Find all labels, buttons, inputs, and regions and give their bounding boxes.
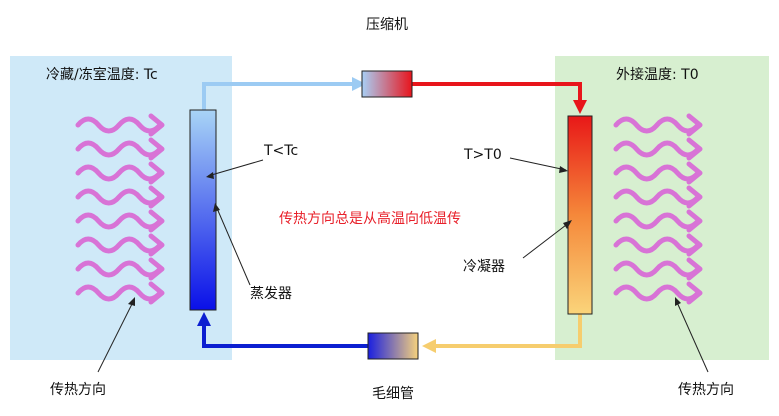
heat-waves-left [75, 113, 165, 305]
wavy-heat-arrow-icon [75, 116, 163, 134]
wavy-heat-arrow-icon [75, 260, 163, 278]
hot-zone-label: 外接温度: T0 [616, 67, 699, 83]
pipe-arrowhead-capillary [422, 339, 436, 353]
wavy-heat-arrowhead-icon [148, 209, 165, 233]
wavy-heat-arrowhead-icon [686, 137, 703, 161]
pipe-arrowhead-evap [197, 312, 211, 326]
pipe-capillary-to-evap [202, 322, 368, 348]
wavy-heat-arrowhead-icon [686, 281, 703, 305]
compressor-label: 压缩机 [366, 17, 408, 33]
cond-temp-label: T>T0 [464, 147, 502, 163]
pointer-lines [97, 157, 709, 373]
wavy-heat-arrow-icon [613, 188, 701, 206]
wavy-heat-arrow-icon [75, 140, 163, 158]
condenser-label: 冷凝器 [463, 259, 505, 275]
heat-waves-right [613, 113, 703, 305]
evap-temp-label: T<Tc [264, 143, 299, 159]
wavy-heat-arrow-icon [613, 212, 701, 230]
wavy-heat-arrowhead-icon [148, 257, 165, 281]
wavy-heat-arrowhead-icon [148, 281, 165, 305]
wavy-heat-arrow-icon [75, 284, 163, 302]
wavy-heat-arrowhead-icon [686, 113, 703, 137]
pipe-arrowhead-compressor [352, 77, 366, 91]
wavy-heat-arrowhead-icon [148, 113, 165, 137]
wavy-heat-arrowhead-icon [148, 161, 165, 185]
wavy-heat-arrowhead-icon [686, 233, 703, 257]
wavy-heat-arrowhead-icon [686, 185, 703, 209]
heat-direction-right-label: 传热方向 [678, 382, 734, 398]
wavy-heat-arrow-icon [613, 284, 701, 302]
wavy-heat-arrowhead-icon [686, 257, 703, 281]
wavy-heat-arrow-icon [75, 164, 163, 182]
capillary-label: 毛细管 [372, 386, 414, 402]
pointer-evaporator [215, 205, 251, 286]
wavy-heat-arrowhead-icon [148, 185, 165, 209]
pipe-compressor-to-condenser [412, 82, 582, 104]
pointer-evap-temp [207, 159, 264, 177]
wavy-heat-arrowhead-icon [686, 161, 703, 185]
wavy-heat-arrow-icon [613, 236, 701, 254]
wavy-heat-arrowhead-icon [148, 233, 165, 257]
evaporator-label: 蒸发器 [250, 286, 292, 302]
wavy-heat-arrow-icon [75, 212, 163, 230]
compressor-block [361, 70, 413, 98]
wavy-heat-arrow-icon [613, 260, 701, 278]
wavy-heat-arrow-icon [75, 188, 163, 206]
wavy-heat-arrowhead-icon [686, 209, 703, 233]
pipe-arrowhead-condenser [573, 100, 587, 114]
condenser-coil [567, 115, 593, 315]
pipe-evap-to-compressor [202, 82, 358, 110]
pointer-heat-right-head [675, 297, 681, 306]
pointer-heat-right [675, 299, 709, 373]
principle-text: 传热方向总是从高温向低温传 [279, 211, 461, 227]
wavy-heat-arrow-icon [613, 140, 701, 158]
pipe-condenser-to-capillary [430, 314, 582, 348]
wavy-heat-arrow-icon [75, 236, 163, 254]
pointer-condenser-head [563, 220, 572, 229]
heat-direction-left-label: 传热方向 [50, 382, 106, 398]
pointer-evap-temp-head [206, 172, 214, 179]
pointer-evaporator-head [213, 203, 220, 212]
pointer-condenser [522, 221, 571, 259]
pointer-cond-temp-head [559, 166, 568, 173]
evaporator-coil [189, 109, 217, 311]
wavy-heat-arrow-icon [613, 116, 701, 134]
wavy-heat-arrowhead-icon [148, 137, 165, 161]
wavy-heat-arrow-icon [613, 164, 701, 182]
pointer-cond-temp [509, 157, 567, 171]
pointer-heat-left [97, 299, 135, 373]
pointer-heat-left-head [128, 297, 135, 306]
cold-zone-label: 冷藏/冻室温度: Tc [46, 67, 158, 83]
capillary-block [367, 332, 419, 360]
refrigerant-pipes [197, 77, 587, 353]
